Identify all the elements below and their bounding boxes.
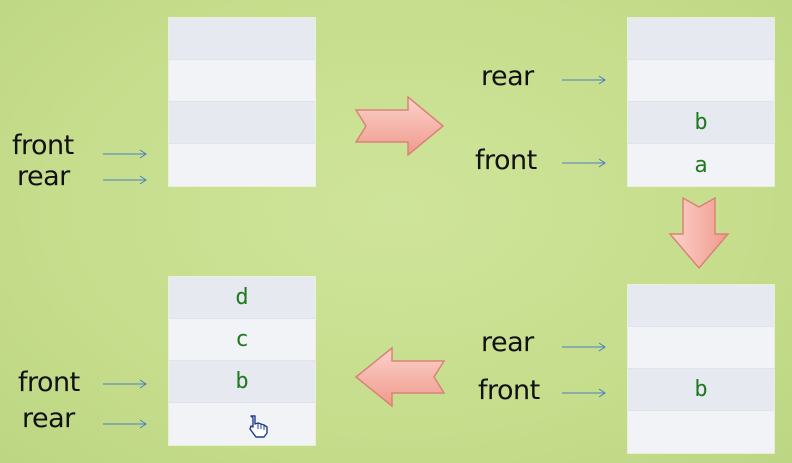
front-label: front bbox=[478, 375, 540, 406]
front-pointer-arrow-icon bbox=[562, 388, 607, 398]
hand-pointer-icon bbox=[245, 412, 273, 440]
queue-cell bbox=[628, 60, 774, 102]
queue-panel-3: b bbox=[628, 285, 774, 453]
queue-cell: d bbox=[169, 277, 315, 319]
queue-cell bbox=[628, 327, 774, 369]
queue-cell: b bbox=[628, 369, 774, 411]
queue-panel-4: d c b bbox=[169, 277, 315, 445]
front-label: front bbox=[12, 130, 74, 161]
queue-cell bbox=[169, 403, 315, 445]
front-pointer-arrow-icon bbox=[103, 379, 148, 389]
rear-pointer-arrow-icon bbox=[562, 75, 607, 85]
front-pointer-arrow-icon bbox=[562, 158, 607, 168]
queue-cell bbox=[169, 18, 315, 60]
rear-pointer-arrow-icon bbox=[562, 342, 607, 352]
queue-cell bbox=[169, 60, 315, 102]
transition-arrow-right-icon bbox=[354, 95, 446, 160]
transition-arrow-down-icon bbox=[668, 196, 730, 274]
queue-cell: b bbox=[628, 102, 774, 144]
queue-cell bbox=[169, 102, 315, 144]
queue-cell: a bbox=[628, 144, 774, 186]
queue-cell bbox=[628, 411, 774, 453]
rear-pointer-arrow-icon bbox=[103, 419, 148, 429]
queue-cell: c bbox=[169, 319, 315, 361]
rear-label: rear bbox=[481, 327, 534, 358]
transition-arrow-left-icon bbox=[354, 346, 446, 412]
queue-panel-2: b a bbox=[628, 18, 774, 186]
queue-cell: b bbox=[169, 361, 315, 403]
rear-label: rear bbox=[17, 161, 70, 192]
rear-label: rear bbox=[22, 403, 75, 434]
front-pointer-arrow-icon bbox=[103, 149, 148, 159]
rear-pointer-arrow-icon bbox=[103, 175, 148, 185]
queue-cell bbox=[628, 18, 774, 60]
front-label: front bbox=[18, 367, 80, 398]
queue-cell bbox=[169, 144, 315, 186]
queue-cell bbox=[628, 285, 774, 327]
front-label: front bbox=[475, 145, 537, 176]
queue-panel-1 bbox=[169, 18, 315, 186]
rear-label: rear bbox=[481, 61, 534, 92]
